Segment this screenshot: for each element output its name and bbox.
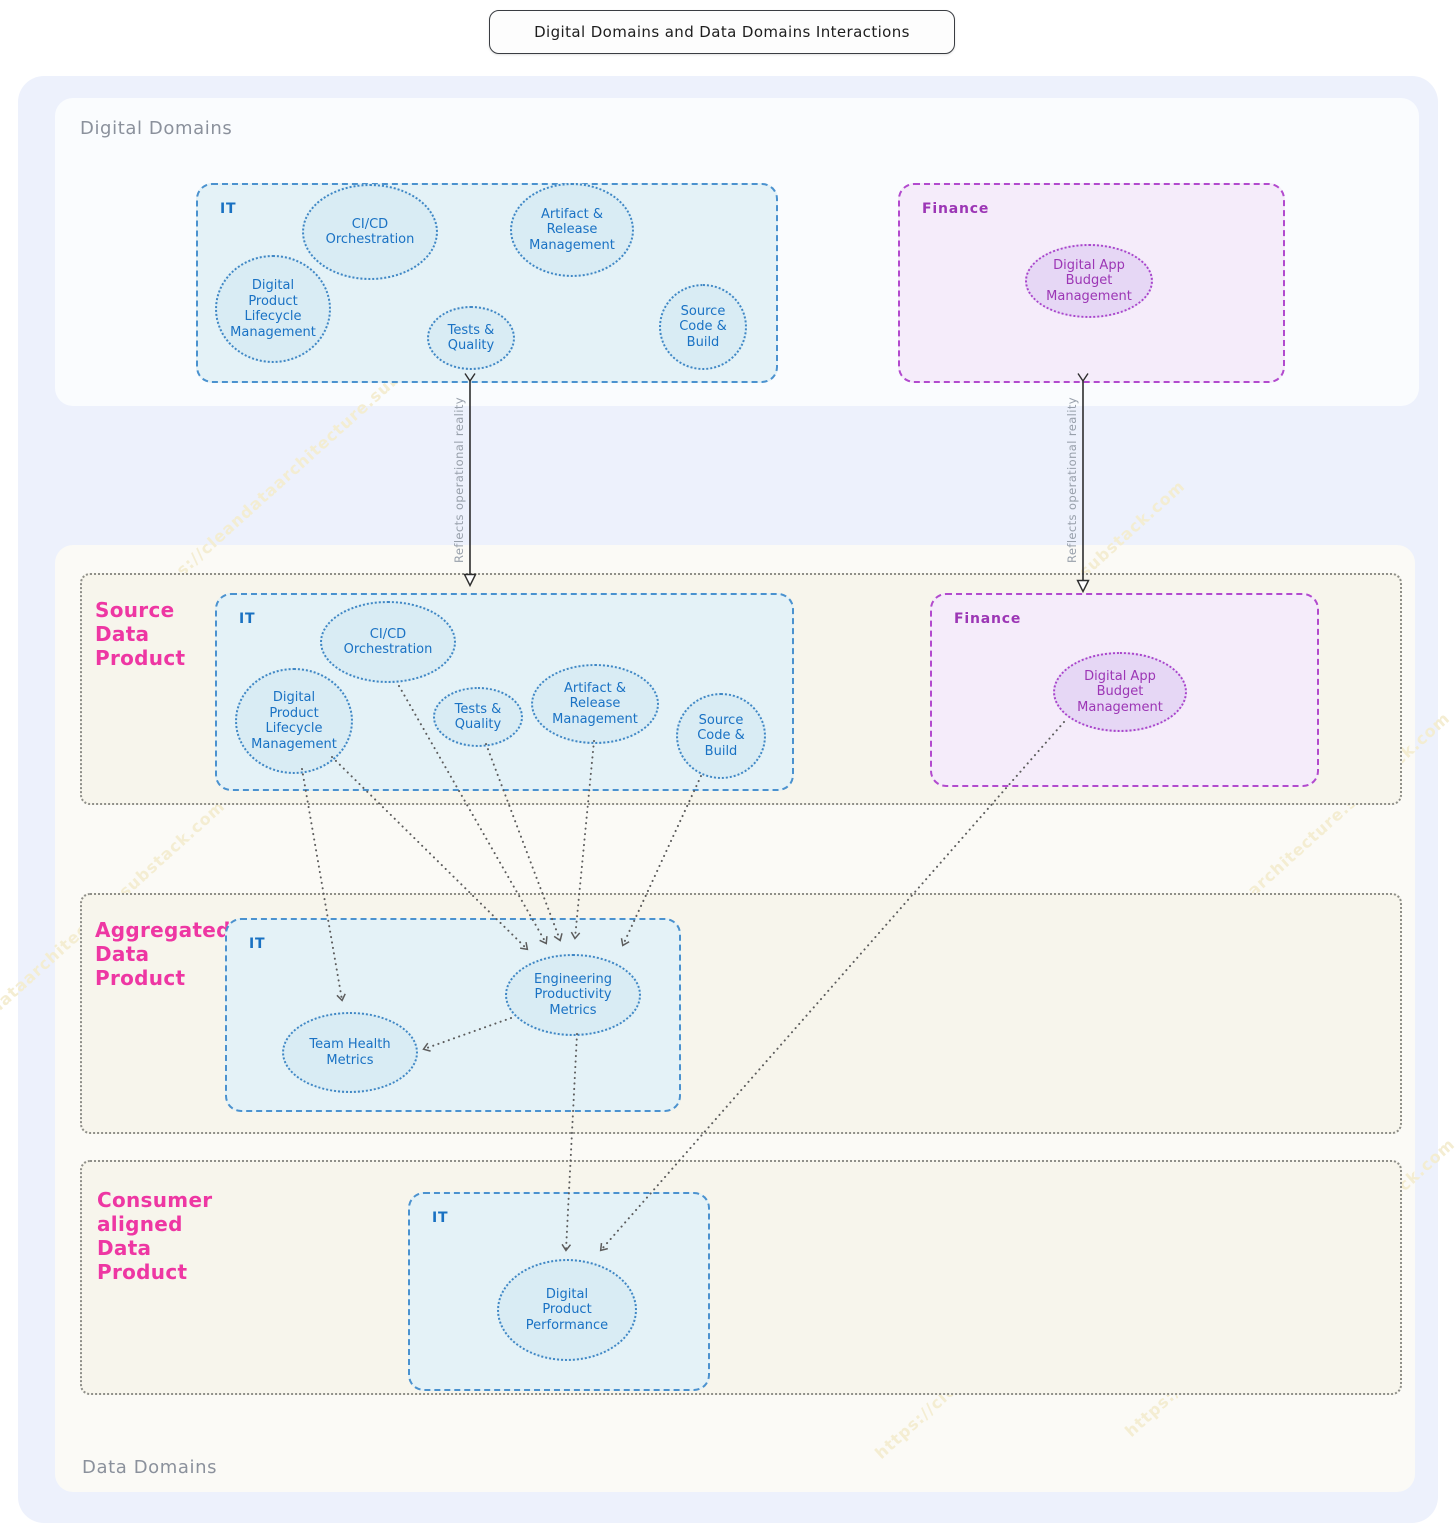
section-label-aggregated: Aggregated Data Product xyxy=(95,918,231,990)
section-label-source: Source Data Product xyxy=(95,598,186,670)
node-digital-app-budget-digital: Digital App Budget Management xyxy=(1025,244,1153,318)
section-label-consumer: Consumer aligned Data Product xyxy=(97,1188,213,1284)
source-finance-group-label: Finance xyxy=(954,611,1022,627)
node-tests-quality-digital: Tests & Quality xyxy=(427,306,515,370)
digital-it-group-label: IT xyxy=(220,201,237,217)
node-engineering-productivity-metrics: Engineering Productivity Metrics xyxy=(505,954,641,1036)
node-digital-app-budget-source: Digital App Budget Management xyxy=(1053,652,1187,732)
node-digital-product-lifecycle-digital: Digital Product Lifecycle Management xyxy=(215,255,331,363)
node-artifact-release-source: Artifact & Release Management xyxy=(531,664,659,744)
node-artifact-release-digital: Artifact & Release Management xyxy=(510,183,634,277)
arrow-label-reflects-operational-reality: Reflects operational reality xyxy=(452,397,466,563)
consumer-it-group-label: IT xyxy=(432,1210,449,1226)
node-cicd-orchestration-source: CI/CD Orchestration xyxy=(320,601,456,683)
node-source-code-build-digital: Source Code & Build xyxy=(659,284,747,370)
arrow-label-reflects-operational-reality: Reflects operational reality xyxy=(1065,397,1079,563)
aggregated-it-group-label: IT xyxy=(249,936,266,952)
digital-domains-label: Digital Domains xyxy=(80,118,233,139)
node-digital-product-performance: Digital Product Performance xyxy=(497,1259,637,1361)
section-consumer-aligned-data-product xyxy=(80,1160,1402,1395)
node-tests-quality-source: Tests & Quality xyxy=(433,687,523,747)
node-source-code-build-source: Source Code & Build xyxy=(676,693,766,779)
node-team-health-metrics: Team Health Metrics xyxy=(282,1012,418,1093)
digital-finance-group-label: Finance xyxy=(922,201,990,217)
data-domains-label: Data Domains xyxy=(82,1457,218,1478)
node-cicd-orchestration-digital: CI/CD Orchestration xyxy=(302,184,438,280)
source-it-group-label: IT xyxy=(239,611,256,627)
diagram-title: Digital Domains and Data Domains Interac… xyxy=(489,10,955,54)
node-digital-product-lifecycle-source: Digital Product Lifecycle Management xyxy=(235,668,353,774)
